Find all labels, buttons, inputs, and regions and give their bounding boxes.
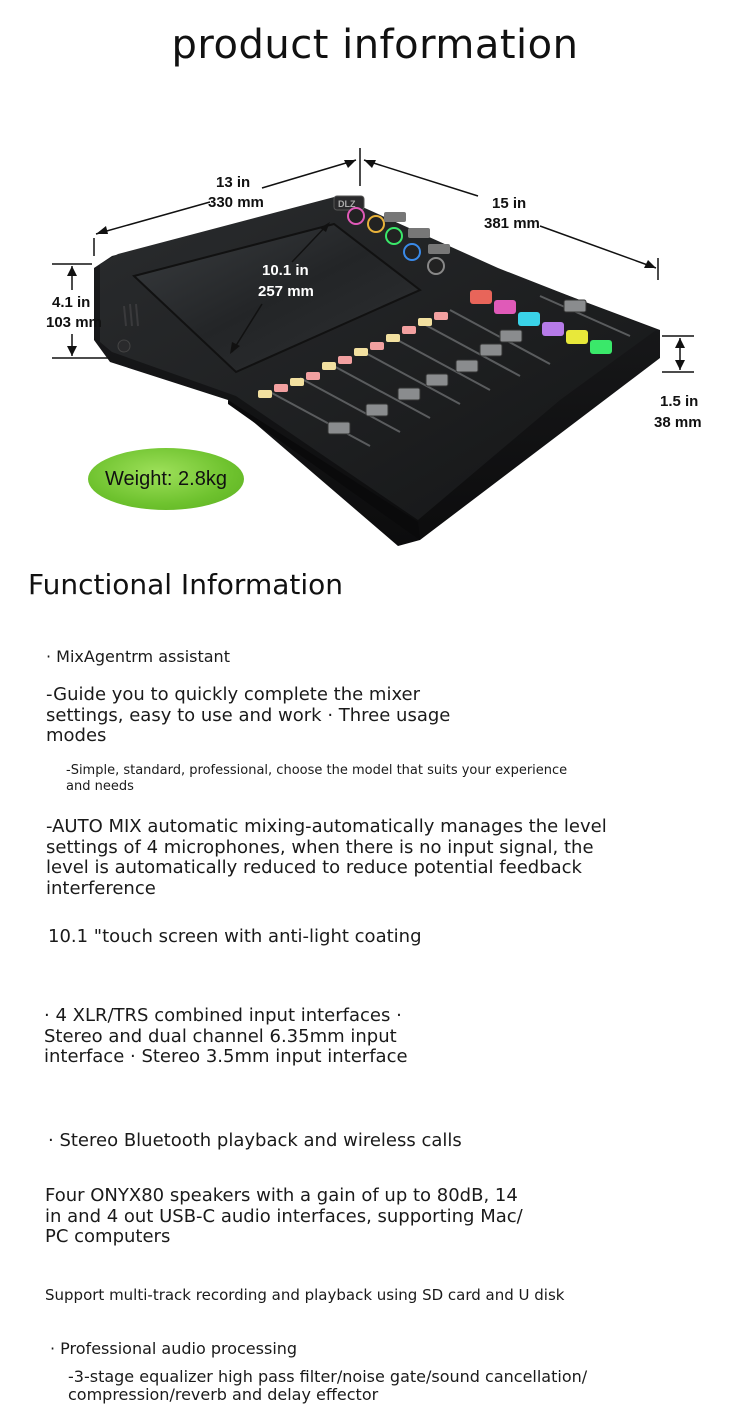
pad-2 (494, 300, 516, 314)
feature-audio-processing: · Professional audio processing (50, 1339, 298, 1358)
height-mm-label: 103 mm (46, 314, 102, 331)
feature-recording: Support multi-track recording and playba… (45, 1286, 565, 1304)
text-line: Four ONYX80 speakers with a gain of up t… (45, 1185, 518, 1206)
front-in-label: 1.5 in (660, 393, 698, 410)
screen-in-label: 10.1 in (262, 262, 309, 279)
text-line: settings of 4 microphones, when there is… (46, 836, 594, 858)
text-line: in and 4 out USB-C audio interfaces, sup… (45, 1205, 523, 1227)
dimension-arrowheads (67, 160, 685, 370)
performance-pads (470, 290, 612, 354)
feature-inputs: · 4 XLR/TRS combined input interfaces · … (44, 1005, 408, 1068)
text-line: interference (46, 878, 156, 900)
pad-1 (470, 290, 492, 304)
feature-onyx: Four ONYX80 speakers with a gain of up t… (45, 1185, 523, 1248)
text-line: -Guide you to quickly complete the mixer (46, 684, 421, 705)
fader-caps (327, 299, 587, 435)
control-knobs: DLZ (333, 195, 450, 275)
touch-screen (131, 222, 422, 374)
depth-mm-label: 381 mm (484, 215, 540, 232)
width-in-label: 13 in (216, 174, 250, 191)
section-title: Functional Information (28, 568, 344, 601)
feature-eq: -3-stage equalizer high pass filter/nois… (68, 1367, 588, 1405)
channel-faders (269, 295, 631, 447)
weight-badge: Weight: 2.8kg (88, 448, 244, 510)
text-line: interface · Stereo 3.5mm input interface (44, 1046, 408, 1068)
text-line: PC computers (45, 1226, 171, 1248)
dimension-lines (52, 148, 694, 373)
screen-mm-label: 257 mm (258, 283, 314, 300)
feature-modes: -Simple, standard, professional, choose … (66, 763, 567, 794)
pad-6 (590, 340, 612, 354)
feature-mixagent: · MixAgentrm assistant (46, 647, 230, 666)
feature-automix: -AUTO MIX automatic mixing-automatically… (46, 816, 607, 900)
width-mm-label: 330 mm (208, 194, 264, 211)
text-line: · 4 XLR/TRS combined input interfaces · (44, 1005, 402, 1026)
text-line: -AUTO MIX automatic mixing-automatically… (46, 816, 607, 837)
text-line: Stereo and dual channel 6.35mm input (44, 1025, 397, 1047)
text-line: settings, easy to use and work · Three u… (46, 704, 451, 726)
page-title: product information (171, 22, 579, 68)
channel-buttons (258, 312, 448, 398)
pad-3 (518, 312, 540, 326)
pad-5 (566, 330, 588, 344)
text-line: -3-stage equalizer high pass filter/nois… (68, 1367, 588, 1386)
feature-touchscreen: 10.1 "touch screen with anti-light coati… (48, 926, 422, 947)
text-line: -Simple, standard, professional, choose … (66, 763, 568, 778)
feature-bluetooth: · Stereo Bluetooth playback and wireless… (48, 1130, 462, 1151)
text-line: and needs (66, 778, 134, 794)
pad-4 (542, 322, 564, 336)
text-line: modes (46, 725, 107, 747)
brand-badge: DLZ (338, 199, 356, 209)
front-mm-label: 38 mm (654, 414, 702, 431)
height-in-label: 4.1 in (52, 294, 90, 311)
depth-in-label: 15 in (492, 195, 526, 212)
text-line: compression/reverb and delay effector (68, 1385, 379, 1405)
feature-guide: -Guide you to quickly complete the mixer… (46, 684, 451, 747)
product-dimension-figure: DLZ (46, 148, 702, 546)
text-line: level is automatically reduced to reduce… (46, 857, 582, 879)
